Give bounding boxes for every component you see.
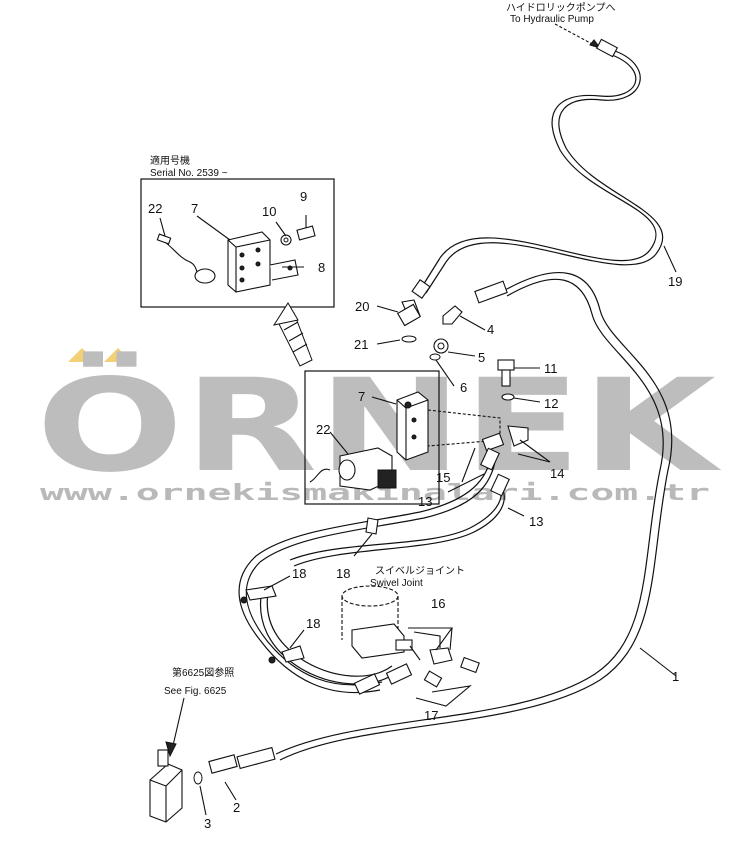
inset-sensor-wire xyxy=(164,241,201,279)
hoses-13 xyxy=(255,447,510,567)
serial-label-en: Serial No. 2539 ~ xyxy=(150,168,228,179)
hose-clamp-lower xyxy=(281,645,305,663)
swivel-label-jp: スイベルジョイント xyxy=(375,565,465,577)
hose-clamp-left xyxy=(245,585,277,601)
callout-12: 12 xyxy=(544,396,558,411)
callout-labels: 19 1 2 3 4 5 6 7 7 8 9 10 11 12 13 13 14… xyxy=(148,189,682,831)
o-ring-21 xyxy=(401,335,417,343)
main-solenoid-valve xyxy=(309,391,501,491)
callout-6: 6 xyxy=(460,380,467,395)
callout-16: 16 xyxy=(431,596,445,611)
callout-15: 15 xyxy=(436,470,450,485)
pressure-switch-assembly xyxy=(149,749,238,823)
pump-direction-line xyxy=(554,23,597,47)
washer-12 xyxy=(501,393,515,401)
inset-solenoid-valve xyxy=(156,225,316,293)
main-sensor-connector xyxy=(377,469,397,489)
callout-13-right: 13 xyxy=(529,514,543,529)
callout-5: 5 xyxy=(478,350,485,365)
callout-3: 3 xyxy=(204,816,211,831)
swivel-joint xyxy=(341,585,441,661)
fitting-16-nipple xyxy=(460,656,480,674)
callout-10: 10 xyxy=(262,204,276,219)
serial-label-jp: 適用号機 xyxy=(150,154,190,167)
fitting-17 xyxy=(423,670,443,688)
leader-lines xyxy=(159,215,677,816)
callout-11: 11 xyxy=(544,361,558,376)
callout-19: 19 xyxy=(668,274,682,289)
inset-bolt xyxy=(296,225,316,241)
o-ring-6 xyxy=(429,353,441,361)
inset-reference-arrow xyxy=(272,302,313,367)
callout-17: 17 xyxy=(424,708,438,723)
callout-22-main: 22 xyxy=(316,422,330,437)
watermark-accent-left xyxy=(68,348,96,362)
hoses-18 xyxy=(238,517,395,694)
fig-arrow-icon xyxy=(165,741,177,758)
fig-label-jp: 第6625図参照 xyxy=(172,666,234,679)
hose-19 xyxy=(411,38,664,299)
pump-label-en: To Hydraulic Pump xyxy=(510,14,594,25)
valve-detail-frame xyxy=(304,370,440,505)
bolt-11-head xyxy=(497,359,515,371)
hose-19-end-fitting xyxy=(411,279,431,299)
callout-7-main: 7 xyxy=(358,389,365,404)
callout-2: 2 xyxy=(233,800,240,815)
valve-mounting-bracket xyxy=(427,409,501,447)
callout-21: 21 xyxy=(354,337,368,352)
fitting-16 xyxy=(429,647,453,665)
fitting-14 xyxy=(507,425,529,447)
callout-13-left: 13 xyxy=(418,494,432,509)
serial-inset-frame xyxy=(140,178,335,308)
pump-label-jp: ハイドロリックポンプへ xyxy=(506,2,616,14)
callout-14: 14 xyxy=(550,466,564,481)
callout-18-middle: 18 xyxy=(336,566,350,581)
o-ring-3 xyxy=(193,771,203,785)
callout-9: 9 xyxy=(300,189,307,204)
elbow-4 xyxy=(442,305,463,325)
watermark-accent-right xyxy=(104,348,132,362)
fig-label-en: See Fig. 6625 xyxy=(164,686,227,697)
swivel-label-en: Swivel Joint xyxy=(370,578,423,589)
inset-sensor xyxy=(194,268,216,284)
callout-22-inset: 22 xyxy=(148,201,162,216)
callout-20: 20 xyxy=(355,299,369,314)
hose-clamp-upper xyxy=(365,517,379,535)
callout-18-top: 18 xyxy=(292,566,306,581)
bolt-11-shank xyxy=(501,369,511,387)
pump-end-fitting xyxy=(595,38,619,58)
hose-1-lower-fitting xyxy=(236,746,276,770)
callout-8: 8 xyxy=(318,260,325,275)
callout-4: 4 xyxy=(487,322,494,337)
callout-7-inset: 7 xyxy=(191,201,198,216)
hose-1 xyxy=(236,272,673,770)
adapter-2 xyxy=(208,754,238,774)
callout-18-lower: 18 xyxy=(306,616,320,631)
fig-leader-line xyxy=(171,697,185,751)
fitting-15 xyxy=(481,432,505,452)
inset-bracket xyxy=(269,259,299,281)
hose-1-upper-fitting xyxy=(474,280,508,304)
callout-1: 1 xyxy=(672,669,679,684)
